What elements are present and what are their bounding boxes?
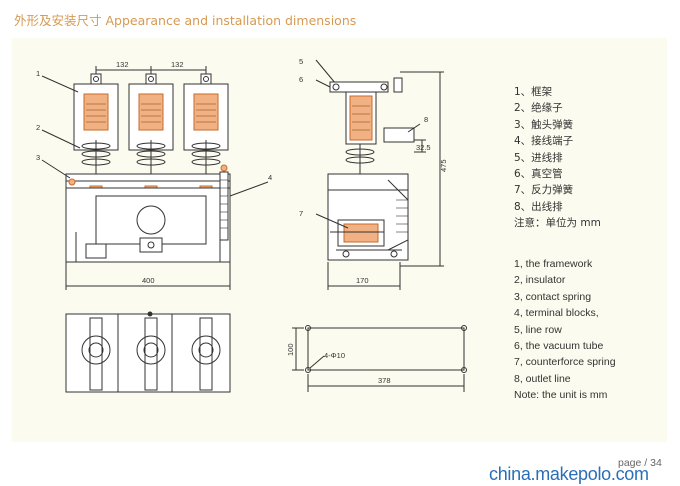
dim-132-right: 132	[171, 60, 184, 69]
callout-1: 1	[36, 69, 40, 78]
legend-item: 6, the vacuum tube	[514, 340, 604, 353]
page-number: page / 34	[618, 457, 662, 469]
legend-item: 3, contact spring	[514, 290, 592, 303]
legend-item: 4, terminal blocks,	[514, 307, 599, 320]
dim-170: 170	[356, 276, 369, 285]
legend-item: 3、触头弹簧	[514, 118, 574, 131]
legend-item: 7、反力弹簧	[514, 184, 574, 197]
legend-item: 4、接线端子	[514, 135, 574, 148]
dim-475: 475	[439, 159, 448, 172]
callout-6: 6	[299, 75, 303, 84]
legend-chinese: 1、框架 2、绝缘子 3、触头弹簧 4、接线端子 5、进线排 6、真空管 7、反…	[514, 84, 601, 232]
callout-4: 4	[268, 173, 272, 182]
dim-378: 378	[378, 376, 391, 385]
page-title: 外形及安装尺寸 Appearance and installation dime…	[14, 13, 357, 28]
dim-132-left: 132	[116, 60, 129, 69]
legend-item: 2, insulator	[514, 274, 566, 287]
legend-item: 6、真空管	[514, 168, 563, 181]
dim-400: 400	[142, 276, 155, 285]
legend-item: 1、框架	[514, 86, 553, 98]
callout-3: 3	[36, 153, 40, 162]
dim-100: 100	[286, 343, 295, 356]
callout-8: 8	[424, 115, 428, 124]
legend-english: 1, the framework 2, insulator 3, contact…	[514, 256, 616, 404]
side-view	[315, 59, 444, 290]
legend-item: 7, counterforce spring	[514, 356, 616, 369]
callout-2: 2	[36, 123, 40, 132]
watermark: china.makepolo.com	[489, 464, 649, 484]
legend-note: Note: the unit is mm	[514, 389, 608, 402]
legend-item: 5、进线排	[514, 151, 563, 164]
legend-item: 2、绝缘子	[514, 102, 563, 115]
mounting-plate-view	[65, 311, 231, 393]
legend-item: 5, line row	[514, 323, 562, 336]
mounting-hole-layout	[292, 325, 467, 392]
legend-item: 1, the framework	[514, 258, 593, 270]
callout-5: 5	[299, 57, 303, 66]
dim-32-5: 32.5	[416, 143, 431, 152]
legend-item: 8、出线排	[514, 200, 563, 213]
legend-item: 8, outlet line	[514, 372, 571, 385]
callout-7: 7	[299, 209, 303, 218]
legend-note: 注意：单位为 mm	[514, 217, 601, 230]
front-view	[41, 66, 269, 290]
hole-note: 4-Φ10	[324, 351, 345, 360]
